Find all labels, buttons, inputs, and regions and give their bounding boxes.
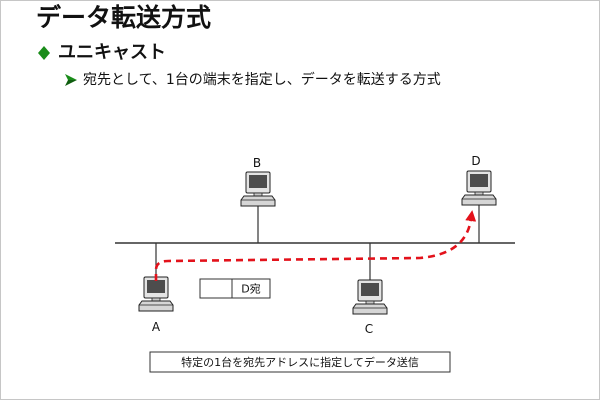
caption-border: [149, 351, 451, 373]
base-shape: [352, 303, 388, 315]
node-label-d: D: [471, 154, 480, 168]
screen-shape: [361, 283, 379, 296]
arrow-bullet-icon: [65, 74, 77, 86]
computer-a-icon: [138, 276, 174, 312]
heading-bullet: ユニキャスト: [36, 41, 166, 65]
diamond-shape: [38, 46, 50, 60]
node-label-b: B: [253, 156, 261, 170]
screen-shape: [470, 174, 488, 187]
sub-bullet-text: 宛先として、1台の端末を指定し、データを転送する方式: [83, 72, 441, 88]
slide-title: データ転送方式: [36, 3, 212, 32]
unicast-path-arrow: [154, 210, 477, 281]
node-label-a: A: [152, 320, 161, 334]
packet-header-cell: [199, 278, 233, 299]
base-shape: [138, 300, 174, 312]
computer-d-icon: [461, 170, 497, 206]
arrow-top-face: [65, 74, 77, 80]
base-shape: [461, 194, 497, 206]
arrow-bottom-face: [65, 80, 77, 86]
packet-destination-cell: [231, 278, 271, 299]
packet-destination-label: D宛: [241, 282, 260, 296]
caption-box: 特定の1台を宛先アドレスに指定してデータ送信: [149, 351, 451, 373]
node-label-c: C: [365, 322, 373, 336]
diamond-bullet-icon: [38, 46, 50, 60]
sub-bullet: 宛先として、1台の端末を指定し、データを転送する方式: [64, 70, 441, 90]
computer-b-icon: [240, 171, 276, 207]
screen-shape: [147, 280, 165, 293]
screen-shape: [249, 175, 267, 188]
computer-c-icon: [352, 279, 388, 315]
heading-text: ユニキャスト: [58, 42, 166, 63]
packet: D宛: [199, 278, 271, 299]
base-shape: [240, 195, 276, 207]
caption-text: 特定の1台を宛先アドレスに指定してデータ送信: [181, 355, 419, 369]
